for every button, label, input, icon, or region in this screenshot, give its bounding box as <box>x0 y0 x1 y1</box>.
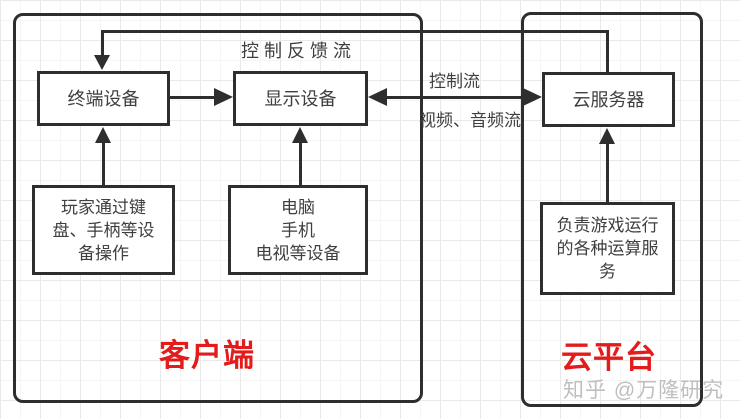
terminal-to-display-arrowhead <box>214 88 233 106</box>
cloud-platform-region-label: 云平台 <box>561 340 657 375</box>
player-input-node: 玩家通过键 盘、手柄等设 备操作 <box>32 185 175 275</box>
service-to-cloudserver-arrowhead <box>599 128 615 144</box>
player-to-terminal-arrowhead <box>95 127 111 143</box>
compute-service-node: 负责游戏运行 的各种运算服 务 <box>540 202 675 295</box>
display-cloudserver-arrowhead-right <box>523 88 542 106</box>
cloud-server-node: 云服务器 <box>542 72 675 127</box>
display-cloudserver-arrowhead-left <box>368 88 387 106</box>
client-region-label: 客户端 <box>159 338 255 373</box>
player-to-terminal-line <box>102 141 105 185</box>
devices-to-display-arrowhead <box>292 127 308 143</box>
display-devices-node: 电脑 手机 电视等设备 <box>228 185 368 275</box>
video-audio-flow-label: 视频、音频流 <box>419 111 521 130</box>
terminal-device-node: 终端设备 <box>37 71 170 126</box>
terminal-to-display-line <box>170 96 216 99</box>
service-to-cloudserver-line <box>606 143 609 202</box>
client-region-container <box>13 13 423 403</box>
control-feedback-line-horizontal <box>101 30 609 33</box>
control-flow-label: 控制流 <box>429 72 480 91</box>
devices-to-display-line <box>299 141 302 185</box>
zhihu-watermark: 知乎 @万隆研究 <box>563 379 725 402</box>
control-feedback-flow-label: 控制反馈流 <box>241 41 356 61</box>
control-feedback-arrowhead-down <box>94 55 110 70</box>
control-feedback-line-right-vertical <box>606 30 609 74</box>
display-device-node: 显示设备 <box>233 71 368 126</box>
cloud-platform-region-container <box>521 12 703 407</box>
display-cloudserver-line <box>384 96 525 99</box>
control-feedback-line-left-vertical <box>101 30 104 57</box>
